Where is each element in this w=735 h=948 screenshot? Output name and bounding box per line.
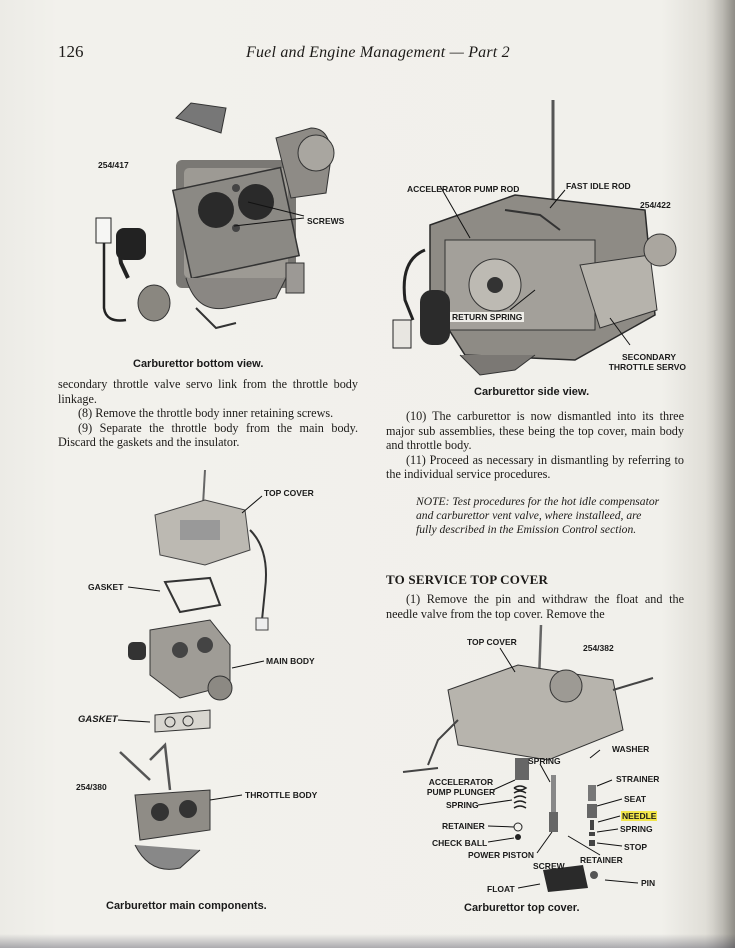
- label-float: FLOAT: [487, 884, 515, 894]
- label-return-spring: RETURN SPRING: [450, 312, 525, 322]
- page-bottom-edge: [0, 934, 735, 948]
- step-1: (1) Remove the pin and withdraw the floa…: [386, 592, 684, 621]
- step-8: (8) Remove the throttle body inner retai…: [78, 406, 334, 421]
- label-spring-right: SPRING: [620, 824, 653, 834]
- label-spring-top: SPRING: [528, 756, 561, 766]
- label-screw: SCREW: [533, 861, 565, 871]
- label-spring-left: SPRING: [446, 800, 479, 810]
- label-pin: PIN: [641, 878, 656, 888]
- caption-main-components: Carburettor main components.: [106, 900, 267, 912]
- carburettor-top-cover-drawing: [402, 624, 654, 892]
- right-column-text-lower: (1) Remove the pin and withdraw the floa…: [386, 592, 684, 621]
- caption-top-cover: Carburettor top cover.: [464, 902, 580, 914]
- label-retainer-right: RETAINER: [580, 855, 623, 865]
- label-strainer: STRAINER: [616, 774, 660, 784]
- label-throttle-body: THROTTLE BODY: [245, 790, 318, 800]
- label-seat: SEAT: [624, 794, 647, 804]
- label-washer: WASHER: [612, 744, 650, 754]
- carburettor-bottom-view-drawing: [95, 102, 335, 330]
- figure-ref-254-382: 254/382: [583, 643, 614, 653]
- label-top-cover: TOP COVER: [264, 488, 314, 498]
- label-throttle-servo: THROTTLE SERVO: [608, 362, 686, 372]
- step-10: (10) The carburettor is now dismantled i…: [386, 409, 684, 453]
- label-fast-idle-rod: FAST IDLE ROD: [566, 181, 631, 191]
- label-stop: STOP: [624, 842, 647, 852]
- figure-ref-254-380: 254/380: [76, 782, 107, 792]
- label-accelerator-pump-rod: ACCELERATOR PUMP ROD: [407, 184, 520, 194]
- label-needle: NEEDLE: [621, 811, 658, 821]
- step-9: (9) Separate the throttle body from the …: [58, 420, 358, 450]
- label-main-body: MAIN BODY: [266, 656, 315, 666]
- label-gasket: GASKET: [88, 582, 124, 592]
- label-gasket-2: GASKET: [78, 714, 118, 725]
- section-heading: TO SERVICE TOP COVER: [386, 572, 549, 587]
- figure-ref-254-417: 254/417: [98, 160, 129, 170]
- label-secondary: SECONDARY: [622, 352, 676, 362]
- label-screws: SCREWS: [307, 216, 345, 226]
- label-power-piston: POWER PISTON: [468, 850, 534, 860]
- page-number: 126: [58, 42, 84, 61]
- left-column-text: secondary throttle valve servo link from…: [58, 377, 358, 450]
- right-column-text-upper: (10) The carburettor is now dismantled i…: [386, 409, 684, 482]
- label-check-ball: CHECK BALL: [432, 838, 488, 848]
- figure-ref-254-422: 254/422: [640, 200, 671, 210]
- running-title: Fuel and Engine Management — Part 2: [246, 44, 510, 61]
- paragraph-continued: secondary throttle valve servo link from…: [58, 377, 358, 406]
- step-11: (11) Proceed as necessary in dismantling…: [386, 452, 684, 482]
- page-edge-shadow: [705, 0, 735, 948]
- label-pump-plunger: PUMP PLUNGER: [426, 787, 496, 797]
- caption-bottom-view: Carburettor bottom view.: [133, 358, 264, 370]
- carburettor-main-components-drawing: [119, 469, 269, 870]
- note-text: NOTE: Test procedures for the hot idle c…: [416, 495, 660, 537]
- label-retainer-left: RETAINER: [442, 821, 485, 831]
- caption-side-view: Carburettor side view.: [474, 386, 590, 398]
- label-top-cover-2: TOP COVER: [467, 637, 517, 647]
- label-accelerator: ACCELERATOR: [428, 777, 494, 787]
